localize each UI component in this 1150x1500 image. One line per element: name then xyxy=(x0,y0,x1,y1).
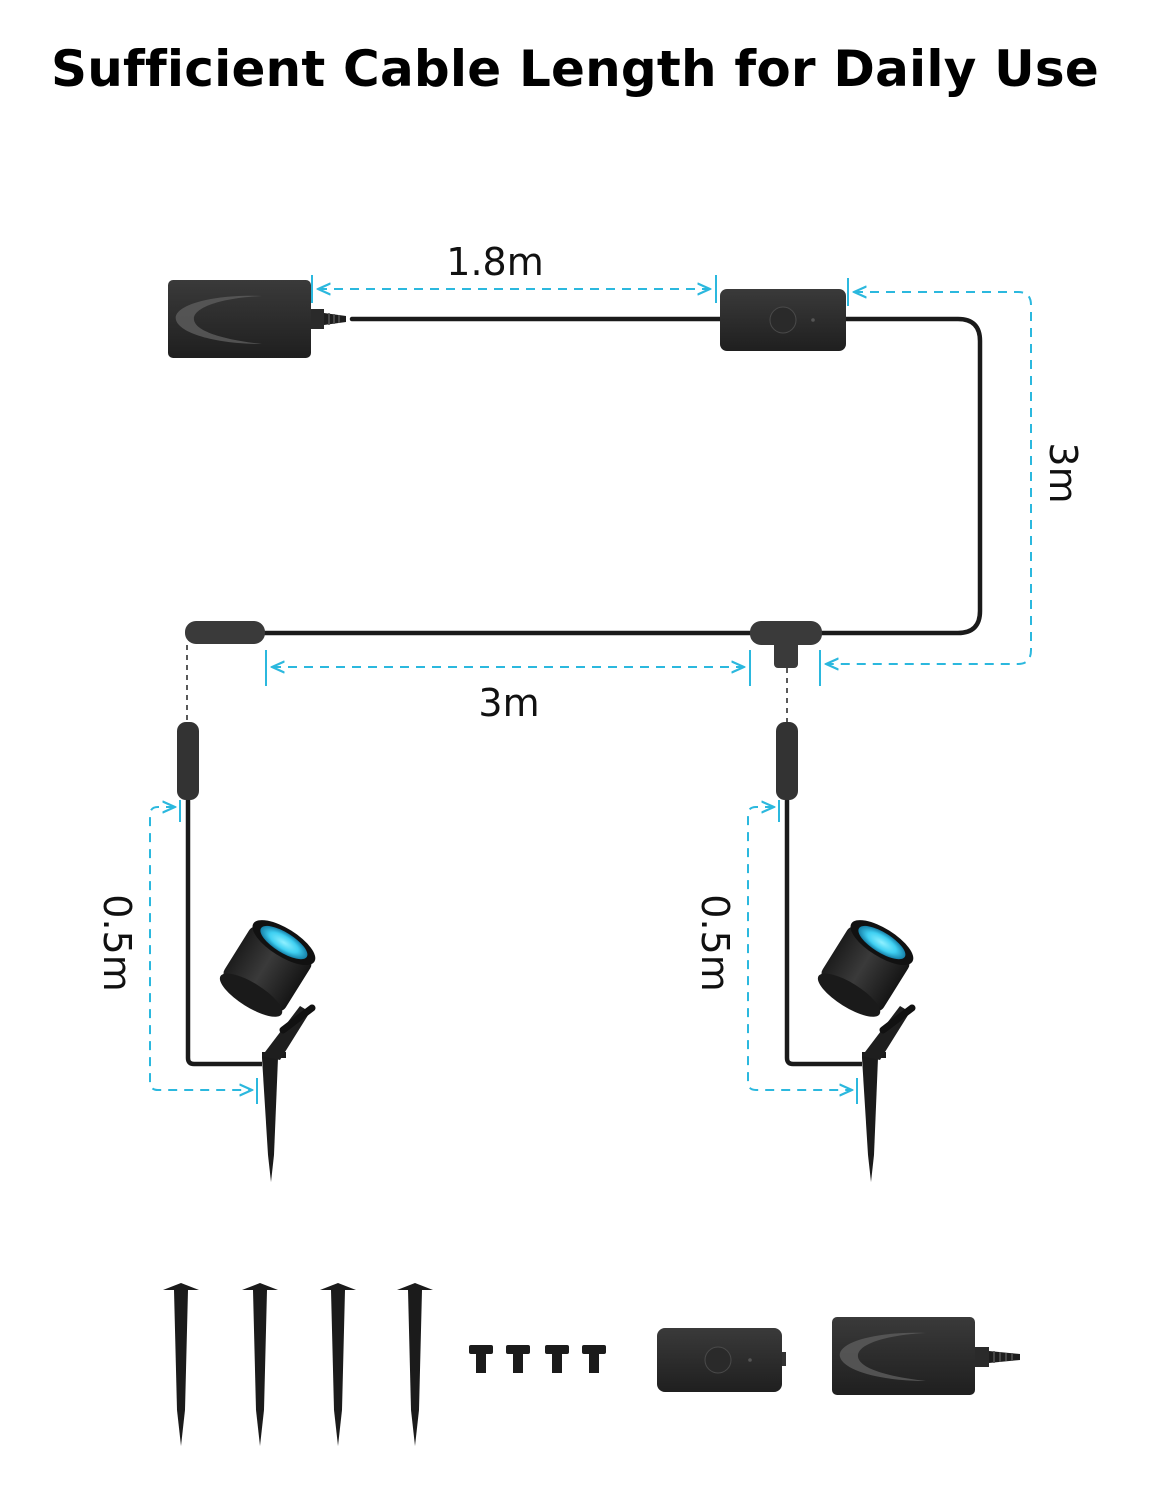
screw-icon xyxy=(582,1345,606,1373)
dimension-3m-vertical xyxy=(819,278,1032,686)
controller-box-icon xyxy=(720,289,846,351)
dimension-1-8m xyxy=(311,275,717,303)
spotlight-icon xyxy=(817,920,914,1017)
right-light-assembly xyxy=(776,722,916,1182)
ground-stake-icon xyxy=(242,1283,278,1446)
label-0-5m-left: 0.5m xyxy=(95,894,139,991)
ground-stake-icon xyxy=(397,1283,433,1446)
main-cable xyxy=(259,316,983,636)
connection-guides xyxy=(186,645,788,722)
screw-icon xyxy=(506,1345,530,1373)
ground-stake-icon xyxy=(163,1283,199,1446)
left-light-assembly xyxy=(177,722,316,1182)
dimension-0-5m-right xyxy=(747,800,858,1104)
power-adapter-icon xyxy=(168,280,311,358)
label-3m-vertical: 3m xyxy=(1041,442,1085,503)
ground-stake-icon xyxy=(320,1283,356,1446)
label-0-5m-right: 0.5m xyxy=(693,894,737,991)
label-3m-horizontal: 3m xyxy=(478,681,539,725)
screw-icon xyxy=(469,1345,493,1373)
plug-strain-relief xyxy=(310,309,346,329)
ground-stake-icon xyxy=(262,1052,286,1182)
extension-end-connector xyxy=(185,621,265,644)
accessories-row xyxy=(163,1283,1020,1446)
controller-box-icon xyxy=(657,1328,786,1392)
dimension-3m-horizontal xyxy=(265,650,751,686)
spotlight-icon xyxy=(219,920,316,1017)
dimension-lines xyxy=(149,275,1032,1104)
dimension-0-5m-left xyxy=(149,800,258,1104)
ground-stake-icon xyxy=(862,1052,886,1182)
power-adapter-icon xyxy=(832,1317,1020,1395)
label-1-8m: 1.8m xyxy=(446,240,543,284)
page-title: Sufficient Cable Length for Daily Use xyxy=(51,40,1099,98)
t-splitter-icon xyxy=(750,621,822,668)
screw-icon xyxy=(545,1345,569,1373)
